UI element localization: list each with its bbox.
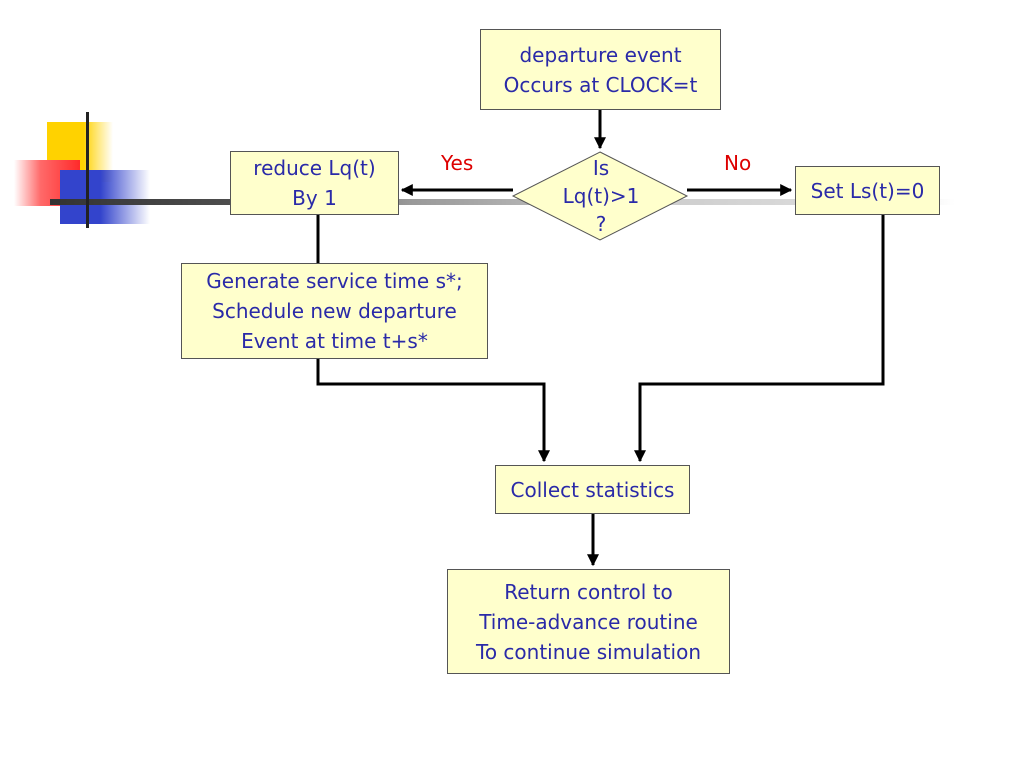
start-event-box: departure event Occurs at CLOCK=t: [480, 29, 721, 110]
generate-service-line-2: Schedule new departure: [212, 299, 457, 323]
return-control-line-1: Return control to: [504, 579, 673, 604]
generate-service-box: Generate service time s*; Schedule new d…: [181, 263, 488, 359]
decision-line-3: ?: [595, 212, 607, 236]
decision-diamond: [511, 151, 689, 241]
return-control-line-3: To continue simulation: [476, 639, 701, 664]
return-control-box: Return control to Time-advance routine T…: [447, 569, 730, 674]
arrow-set-ls-to-collect: [634, 215, 885, 463]
collect-statistics-box: Collect statistics: [495, 465, 690, 514]
arrow-generate-to-collect: [316, 359, 550, 463]
reduce-queue-box: reduce Lq(t) By 1: [230, 151, 399, 215]
return-control-line-2: Time-advance routine: [479, 609, 698, 634]
yes-branch-label: Yes: [441, 151, 474, 175]
set-server-idle-line-1: Set Ls(t)=0: [810, 178, 925, 203]
set-server-idle-box: Set Ls(t)=0: [795, 166, 940, 215]
decision-condition: Is Lq(t)>1 ?: [515, 152, 687, 240]
no-branch-label: No: [724, 151, 752, 175]
decorative-horizontal-rule: [50, 199, 955, 205]
generate-service-line-3: Event at time t+s*: [241, 329, 428, 353]
start-event-line-2: Occurs at CLOCK=t: [503, 72, 698, 97]
decision-line-1: Is: [592, 156, 610, 180]
collect-statistics-line-1: Collect statistics: [510, 477, 675, 502]
reduce-queue-line-1: reduce Lq(t): [253, 156, 376, 180]
reduce-queue-line-2: By 1: [292, 186, 337, 210]
generate-service-line-1: Generate service time s*;: [206, 269, 463, 293]
start-event-line-1: departure event: [519, 42, 682, 67]
decorative-blue-square: [60, 170, 150, 224]
decorative-vertical-rule: [86, 112, 89, 228]
decision-line-2: Lq(t)>1: [562, 184, 640, 208]
